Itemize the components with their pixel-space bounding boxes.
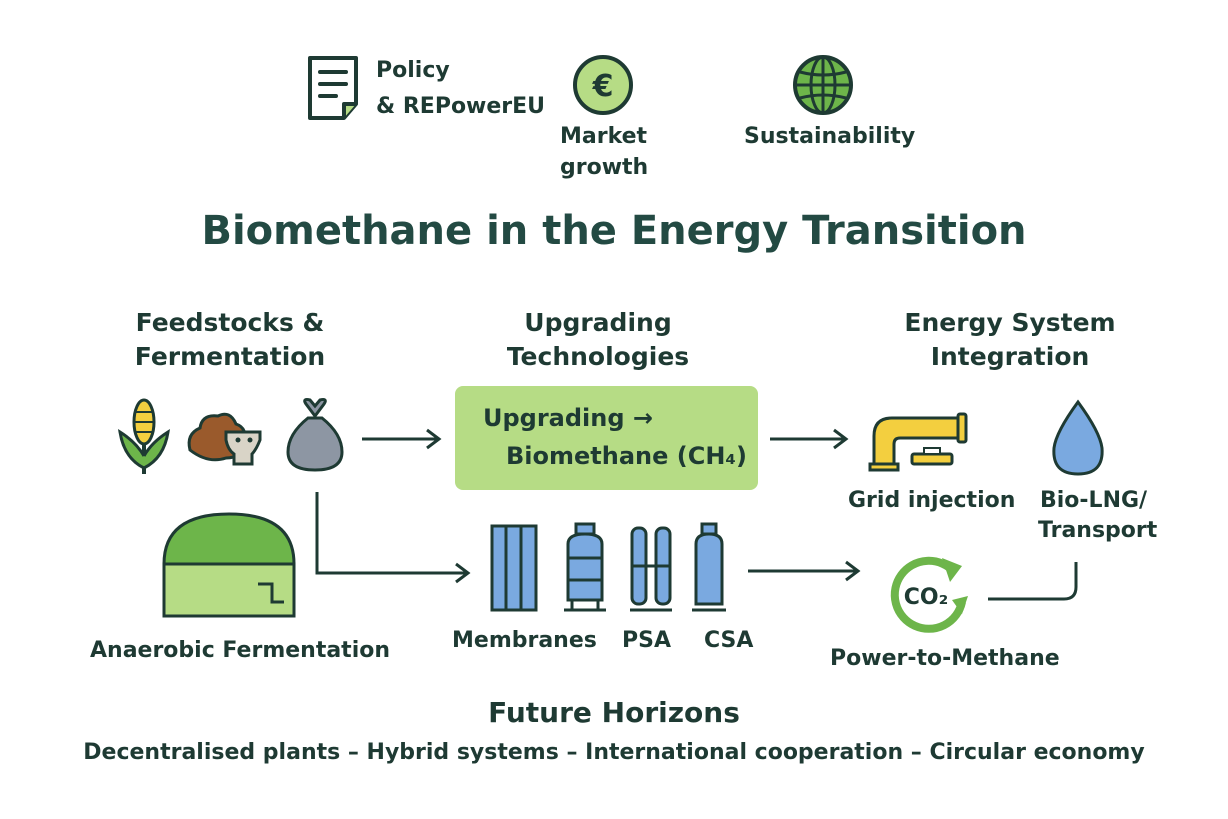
membrane-icon — [490, 524, 538, 612]
upgrading-box: Upgrading → Biomethane (CH₄) — [455, 386, 758, 490]
globe-icon — [793, 55, 853, 115]
section-integration-line1: Energy System — [904, 308, 1116, 337]
section-upgrading-line2: Technologies — [506, 342, 690, 371]
grid-injection-label: Grid injection — [848, 488, 1016, 513]
policy-label-line2: & REPowerEU — [376, 94, 546, 119]
section-feedstocks-line1: Feedstocks & — [135, 308, 325, 337]
tech-label-psa: PSA — [622, 628, 671, 653]
svg-text:€: € — [592, 69, 614, 104]
co2-cycle-icon: CO₂ — [890, 556, 968, 633]
digester-label: Anaerobic Fermentation — [90, 638, 391, 663]
digester-icon — [162, 512, 296, 618]
future-horizons-line: Decentralised plants – Hybrid systems – … — [83, 740, 1145, 765]
future-horizons-title: Future Horizons — [488, 696, 740, 729]
co2-icon-text: CO₂ — [904, 585, 948, 610]
manure-icon — [187, 412, 262, 466]
section-feedstocks-line2: Fermentation — [134, 342, 326, 371]
droplet-icon — [1052, 399, 1104, 476]
section-upgrading-line1: Upgrading — [524, 308, 672, 337]
section-feedstocks: Feedstocks & Fermentation — [110, 306, 350, 374]
psa-column-icon — [564, 522, 606, 612]
section-integration: Energy System Integration — [880, 306, 1140, 374]
sustainability-label: Sustainability — [744, 124, 916, 149]
csa-column-icon — [692, 522, 726, 612]
market-label-line1: Market — [560, 124, 648, 149]
document-icon — [308, 56, 358, 120]
upgrading-box-line2: Biomethane (CH₄) — [506, 442, 747, 470]
pipe-icon — [868, 412, 968, 472]
corn-icon — [118, 398, 170, 474]
euro-icon: € — [573, 55, 633, 115]
tech-label-membranes: Membranes — [452, 628, 597, 653]
page-title: Biomethane in the Energy Transition — [201, 208, 1027, 254]
market-label-line2: growth — [560, 155, 649, 180]
section-integration-line2: Integration — [930, 342, 1090, 371]
tech-label-csa: CSA — [704, 628, 754, 653]
power-to-methane-label: Power-to-Methane — [830, 646, 1060, 671]
upgrading-box-line1: Upgrading → — [483, 404, 654, 432]
policy-label-line1: Policy — [376, 58, 450, 83]
psa-twin-column-icon — [630, 526, 672, 612]
section-upgrading: Upgrading Technologies — [478, 306, 718, 374]
bio-lng-label-line1: Bio-LNG/ — [1040, 488, 1148, 513]
waste-bag-icon — [286, 398, 344, 472]
bio-lng-label-line2: Transport — [1038, 518, 1158, 543]
